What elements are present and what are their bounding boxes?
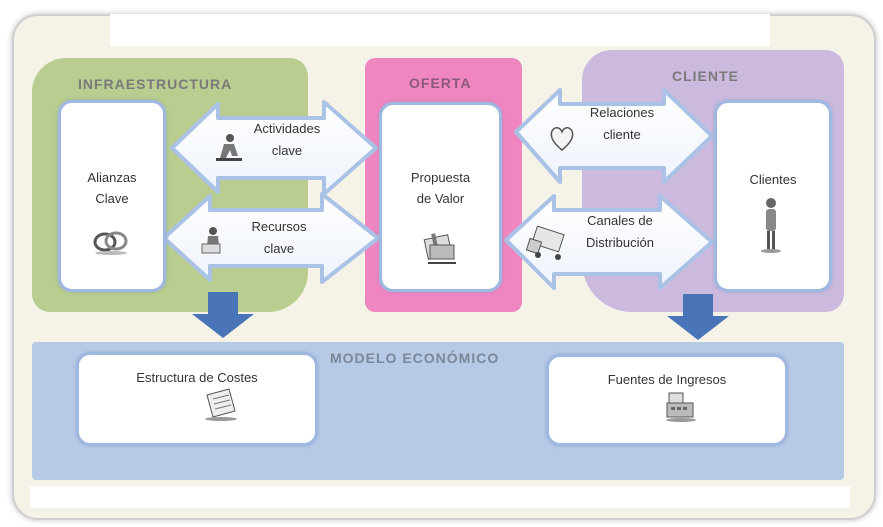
relaciones-line-2: cliente [603,127,641,142]
alianzas-line-1: Alianzas [87,170,137,185]
truck-icon [526,226,565,260]
cliente-title: CLIENTE [672,68,739,84]
infraestructura-title: INFRAESTRUCTURA [78,76,233,92]
worker-icon [216,134,242,161]
heart-icon [550,127,574,151]
canales-line-2: Distribución [586,235,654,250]
fuentes-ingresos-label: Fuentes de Ingresos [549,369,785,390]
recursos-line-2: clave [263,241,295,256]
estructura-costes-box: Estructura de Costes [76,352,318,446]
canales-distribucion-label: Canales de Distribución [574,210,666,254]
alianzas-clave-label: Alianzas Clave [61,167,163,209]
fuentes-ingresos-box: Fuentes de Ingresos [546,354,788,446]
relaciones-cliente-label: Relaciones cliente [572,102,672,146]
standing-person-icon [761,198,781,253]
person-with-box-icon [201,227,221,254]
relaciones-line-1: Relaciones [589,105,655,120]
clientes-label: Clientes [717,169,829,190]
estructura-costes-label: Estructura de Costes [79,367,315,388]
oferta-title: OFERTA [409,75,472,91]
modelo-economico-title: MODELO ECONÓMICO [330,350,500,366]
receipt-icon [205,388,237,421]
alianzas-clave-box: Alianzas Clave [58,100,166,292]
clientes-box: Clientes [714,100,832,292]
bottom-fade [30,486,850,508]
gift-icon [423,233,456,264]
propuesta-valor-label: Propuesta de Valor [382,167,499,209]
ingresos-line-1: Fuentes de Ingresos [607,372,727,387]
recursos-clave-label: Recursos clave [224,216,334,260]
clientes-line-1: Clientes [749,172,797,187]
propuesta-line-2: de Valor [416,191,465,206]
alianzas-line-2: Clave [95,191,129,206]
recursos-line-1: Recursos [251,219,307,234]
actividades-clave-label: Actividades clave [232,118,342,162]
costes-line-1: Estructura de Costes [136,370,258,385]
top-fade [110,14,770,46]
cash-register-icon [666,392,696,422]
canales-line-1: Canales de [587,213,653,228]
rings-icon [93,231,128,255]
actividades-line-2: clave [271,143,303,158]
propuesta-line-1: Propuesta [410,170,471,185]
propuesta-valor-box: Propuesta de Valor [379,102,502,292]
actividades-line-1: Actividades [253,121,321,136]
